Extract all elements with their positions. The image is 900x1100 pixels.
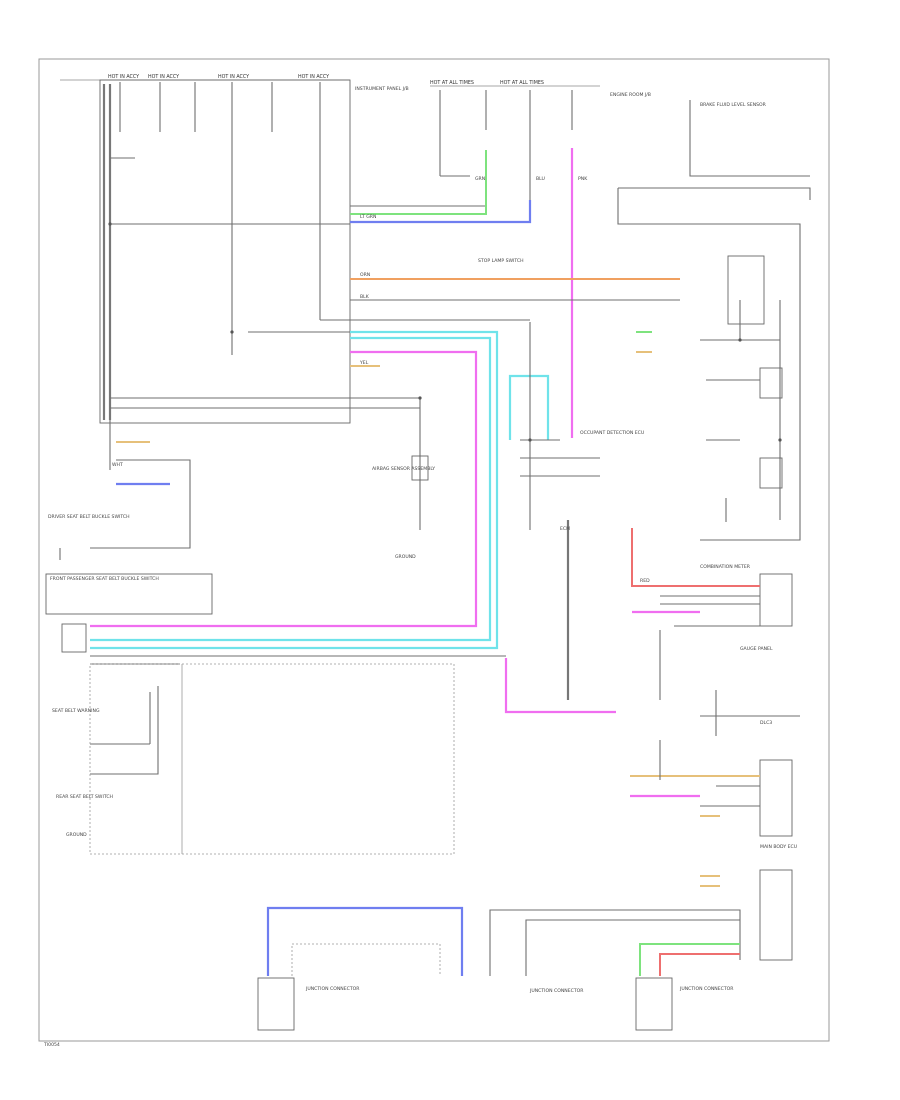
cyan-wire-1 [90,330,499,650]
bottom-conn-label-3: JUNCTION CONNECTOR [679,986,734,992]
bottom-connectors [257,906,741,1031]
bottom-conn-label-2: JUNCTION CONNECTOR [529,988,584,994]
ground-label-1: GROUND [395,554,416,560]
wire-tag-yel: YEL [359,360,369,366]
pink-wire-lower [504,658,616,714]
footer-code: TI0054 [43,1042,60,1048]
seat-belt-warn-label: SEAT BELT WARNING [52,708,100,714]
green-wire-top [350,150,487,215]
brake-fluid-label: BRAKE FLUID LEVEL SENSOR [700,102,767,108]
instrument-panel-label: INSTRUMENT PANEL J/B [355,86,409,92]
dlc3-label: DLC3 [760,720,772,726]
stop-lamp-label: STOP LAMP SWITCH [478,258,524,264]
ground-label-2: GROUND [66,832,87,838]
right-side-blocks [617,100,811,961]
combination-meter-label: COMBINATION METER [700,564,751,570]
engine-room-block [350,85,600,222]
driver-buckle-label: DRIVER SEAT BELT BUCKLE SWITCH [48,514,130,520]
cyan-wire-2 [90,336,492,642]
wire-tag-pnk: PNK [578,176,588,182]
main-body-ecu-label: MAIN BODY ECU [760,844,797,850]
left-module [60,79,530,424]
hot-all-times-1: HOT AT ALL TIMES [430,80,474,86]
occupant-det-label: OCCUPANT DETECTION ECU [580,430,644,436]
hot-label-2: HOT IN ACCY [148,74,179,80]
wire-tag-red: RED [640,578,650,584]
hot-label-1: HOT IN ACCY [108,74,139,80]
hot-all-times-2: HOT AT ALL TIMES [500,80,544,86]
bottom-conn-label-1: JUNCTION CONNECTOR [305,986,360,992]
wire-tag-wht: WHT [112,462,123,468]
blue-wire-top [350,200,532,224]
hot-label-4: HOT IN ACCY [298,74,329,80]
diagram-frame [38,58,830,1042]
rear-seat-label: REAR SEAT BELT SWITCH [56,794,113,800]
left-lower-blocks [45,420,455,855]
hot-label-3: HOT IN ACCY [218,74,249,80]
wire-tag-blu: BLU [536,176,545,182]
cyan-wire-loop [508,374,550,440]
red-wire-right [631,528,760,587]
wire-tag-orn: ORN [360,272,370,278]
ecm-label: ECM [560,526,570,532]
front-pass-label: FRONT PASSENGER SEAT BELT BUCKLE SWITCH [50,576,159,582]
pink-wire-left [90,350,478,628]
engine-room-label: ENGINE ROOM J/B [610,92,651,98]
gauge-panel-label: GAUGE PANEL [740,646,773,652]
wire-tag-lt-grn: LT GRN [360,214,376,220]
wire-tag-grn: GRN [475,176,485,182]
wire-tag-blk: BLK [360,294,370,300]
airbag-ecu-label: AIRBAG SENSOR ASSEMBLY [372,466,435,472]
